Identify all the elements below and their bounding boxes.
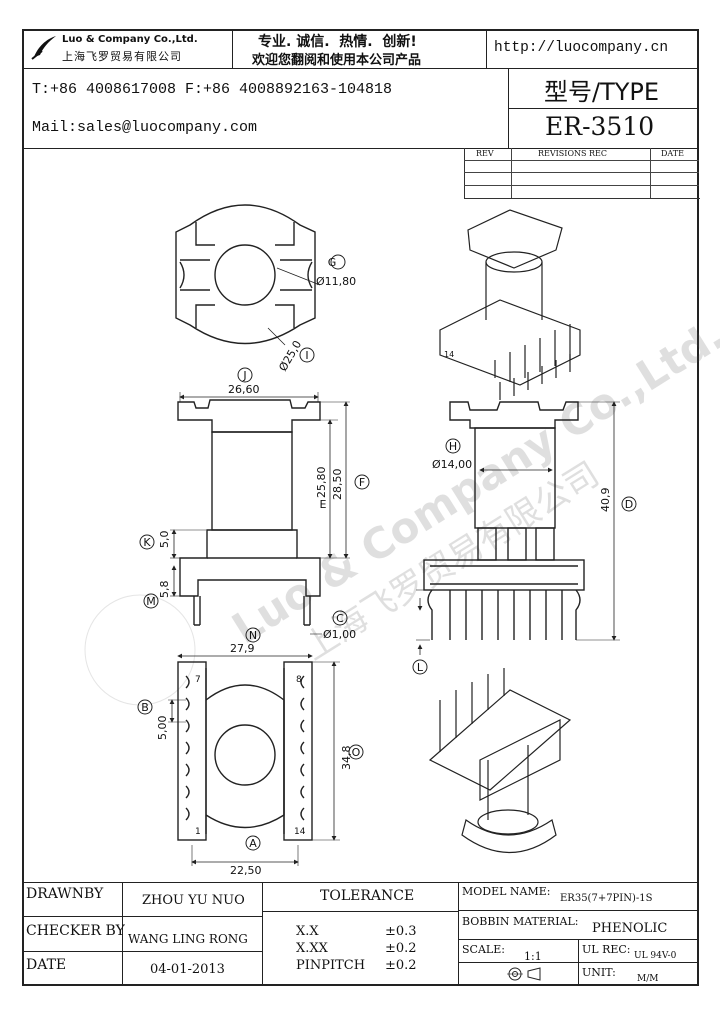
drawnby-label: DRAWNBY [26, 886, 104, 902]
marker-m: M [146, 595, 156, 608]
ul-rec-label: UL REC: [582, 943, 631, 956]
checker-label: CHECKER BY [26, 923, 125, 939]
scale-label: SCALE: [462, 943, 505, 956]
phone-fax: T:+86 4008617008 F:+86 4008892163-104818 [32, 81, 393, 98]
checker-value: WANG LING RONG [128, 932, 248, 946]
dim-j: 26,60 [228, 383, 260, 396]
dim-o: 34,8 [340, 746, 353, 771]
email-address[interactable]: Mail:sales@luocompany.com [32, 119, 258, 136]
bobbin-material-value: PHENOLIC [592, 921, 668, 936]
dim-c: Ø1,00 [323, 628, 356, 641]
footer-top-border [22, 882, 699, 883]
dim-e: 25,80 [315, 467, 328, 499]
slogan-line2: 欢迎您翻阅和使用本公司产品 [252, 53, 422, 68]
marker-l: L [417, 661, 424, 674]
dim-k: 5,0 [158, 531, 171, 549]
tol-xxx-label: X.XX [296, 941, 328, 956]
dim-m: 5,8 [158, 581, 171, 599]
drawnby-value: ZHOU YU NUO [142, 893, 245, 908]
tol-pin-label: PINPITCH [296, 958, 366, 973]
company-logo [30, 33, 58, 61]
marker-c: C [336, 612, 344, 625]
tol-xxx-value: ±0.2 [385, 941, 417, 956]
company-name-en: Luo & Company Co.,Ltd. [62, 34, 198, 45]
projection-symbol-icon [506, 966, 546, 982]
dim-f: 28,50 [331, 469, 344, 501]
revisions-table [464, 148, 700, 199]
date-label: DATE [26, 957, 67, 973]
marker-k: K [143, 536, 151, 549]
dim-b: 5,00 [156, 716, 169, 741]
tolerance-label: TOLERANCE [320, 888, 415, 904]
marker-j: J [242, 369, 246, 382]
marker-b: B [141, 701, 149, 714]
side-view [423, 401, 585, 640]
website-link[interactable]: http://luocompany.cn [494, 40, 669, 56]
dim-h: Ø14,00 [432, 458, 472, 471]
dim-g: Ø11,80 [316, 275, 356, 288]
unit-label: UNIT: [582, 966, 616, 979]
marker-i: I [305, 349, 308, 362]
tol-xx-value: ±0.3 [385, 924, 417, 939]
tol-xx-label: X.X [296, 924, 319, 939]
marker-d: D [625, 498, 633, 511]
unit-value: M/M [637, 974, 659, 984]
bottom-view [177, 661, 313, 841]
marker-e: E [320, 498, 327, 511]
slogan-line1: 专业. 诚信. 热情. 创新! [258, 34, 417, 50]
top-view [175, 204, 316, 345]
type-label: 型号/TYPE [544, 78, 660, 106]
tol-pin-value: ±0.2 [385, 958, 417, 973]
ul-rec-value: UL 94V-0 [634, 951, 677, 961]
iso-pin-label-14: 14 [444, 350, 454, 359]
dim-n: 27,9 [230, 642, 255, 655]
model-name-value: ER35(7+7PIN)-1S [560, 893, 653, 904]
drawing-frame [22, 29, 699, 986]
iso-view-top [439, 209, 581, 400]
dim-d: 40,9 [599, 488, 612, 513]
watermark-seal [84, 594, 196, 706]
rev-col-header: REV [476, 149, 494, 158]
pin-label-14: 14 [294, 827, 306, 837]
model-name-label: MODEL NAME: [462, 885, 551, 898]
header-divider [22, 68, 699, 69]
pin-label-7: 7 [195, 675, 201, 685]
scale-value: 1:1 [524, 950, 542, 963]
marker-o: O [352, 746, 361, 759]
dim-a: 22,50 [230, 864, 262, 877]
revisions-rec-header: REVISIONS REC [538, 149, 608, 158]
company-name-cn: 上海飞罗贸易有限公司 [62, 50, 182, 63]
marker-g: G [328, 256, 337, 269]
marker-a: A [249, 837, 257, 850]
watermark: Luo & Company Co.,Ltd. 上海飞罗贸易有限公司 [224, 310, 720, 668]
marker-f: F [359, 476, 365, 489]
type-value: ER-3510 [545, 112, 655, 141]
watermark-en: Luo & Company Co.,Ltd. [224, 310, 720, 653]
marker-n: N [249, 629, 257, 642]
pin-label-1: 1 [195, 827, 201, 837]
iso-view-bottom [428, 668, 572, 853]
bobbin-material-label: BOBBIN MATERIAL: [462, 915, 579, 928]
date-col-header: DATE [661, 149, 684, 158]
date-value: 04-01-2013 [150, 962, 225, 977]
marker-h: H [449, 440, 457, 453]
pin-label-8: 8 [296, 675, 302, 685]
